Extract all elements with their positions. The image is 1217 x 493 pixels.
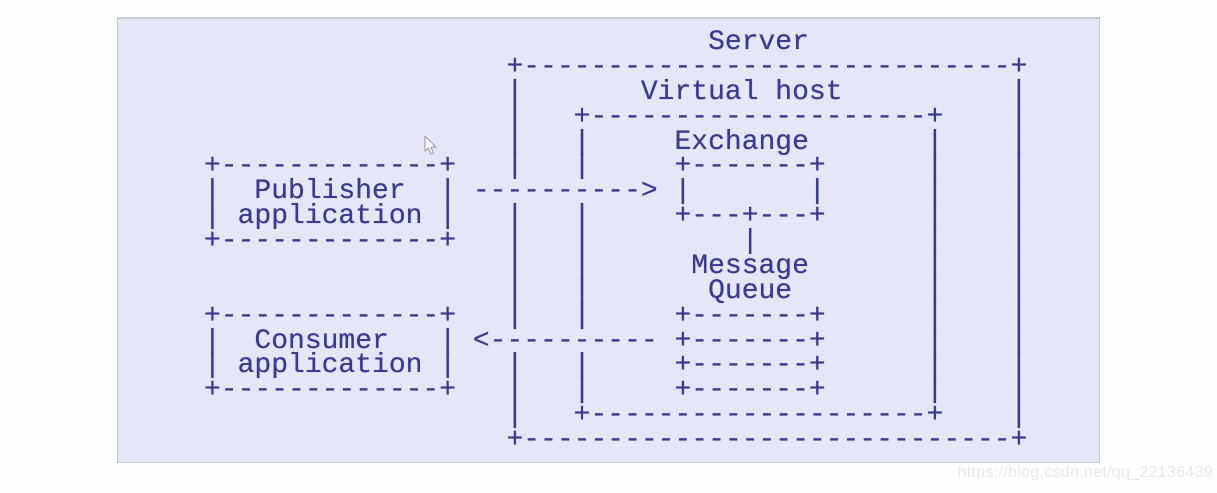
- amqp-architecture-ascii-diagram: Server +-----------------------------+ |…: [204, 27, 1028, 456]
- watermark-text: https://blog.csdn.net/qq_22136439: [957, 464, 1213, 481]
- mouse-cursor-icon: [424, 136, 437, 155]
- diagram-panel: Server +-----------------------------+ |…: [117, 17, 1100, 463]
